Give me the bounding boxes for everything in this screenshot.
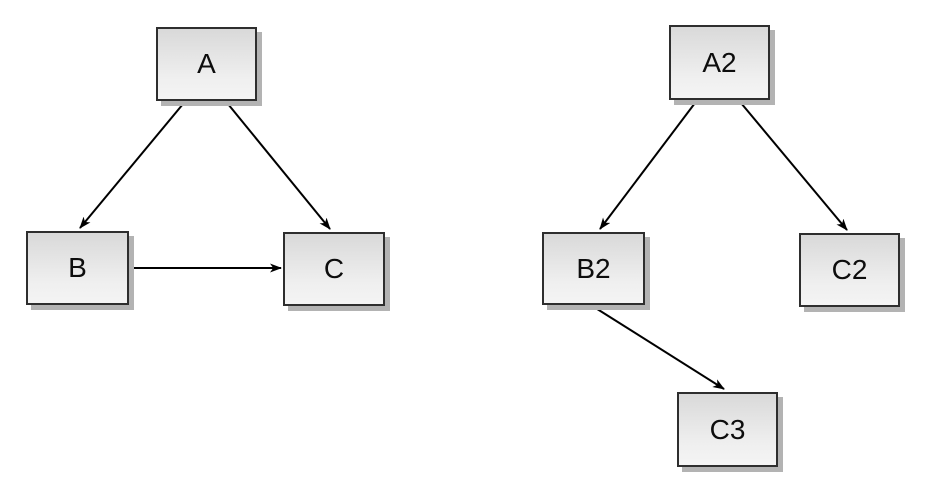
node-label: A (197, 48, 216, 79)
edge-A-C (227, 103, 331, 230)
node-B2: B2 (542, 232, 645, 305)
node-A: A (156, 27, 257, 101)
node-label: A2 (702, 46, 737, 78)
node-C2: C2 (799, 233, 900, 307)
node-C: C (283, 232, 385, 306)
node-label: C3 (709, 413, 746, 445)
node-label: C (323, 253, 345, 284)
edge-B2-C3 (593, 306, 725, 390)
edge-A-B (79, 103, 184, 229)
node-label: C2 (831, 254, 868, 285)
node-C3: C3 (677, 392, 778, 467)
node-B: B (26, 231, 129, 305)
edge-A2-C2 (740, 102, 848, 231)
edge-A2-B2 (599, 102, 696, 230)
node-label: B2 (576, 252, 611, 284)
node-A2: A2 (669, 25, 770, 100)
node-label: B (68, 252, 87, 283)
